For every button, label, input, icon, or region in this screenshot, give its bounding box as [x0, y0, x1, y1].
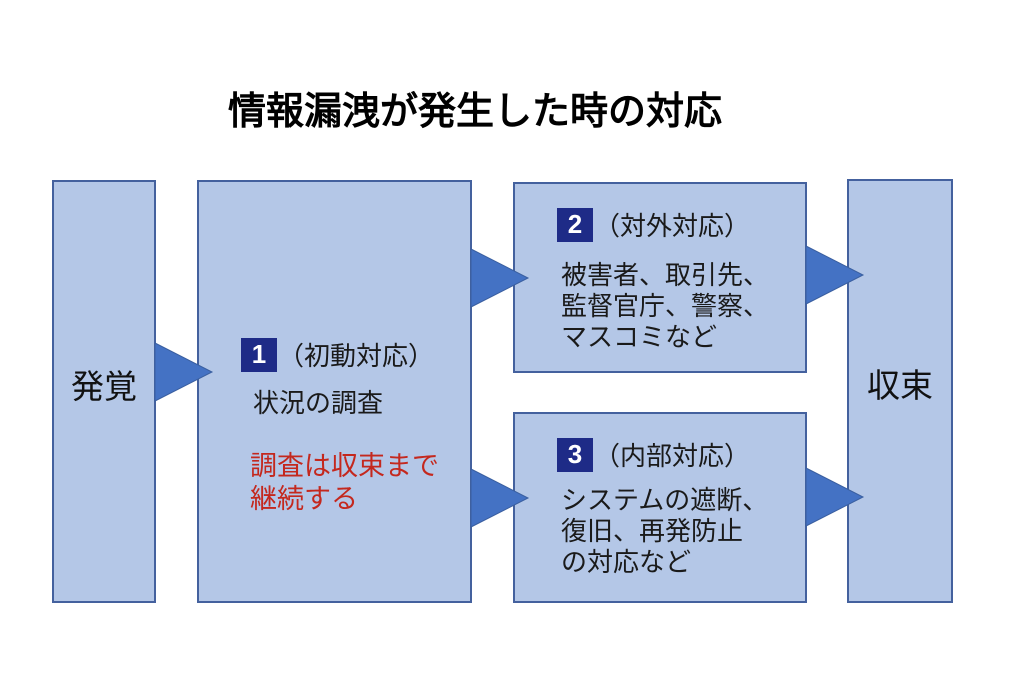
arrow-external-to-resolution-icon	[805, 245, 865, 305]
node-discovery-label: 発覚	[71, 368, 137, 405]
arrow-initial-to-internal-icon	[470, 468, 530, 528]
node-resolution: 収束	[847, 179, 953, 603]
arrow-internal-to-resolution-icon	[805, 467, 865, 527]
initial-response-body: 状況の調査	[253, 388, 384, 418]
arrow-initial-to-external-icon	[470, 248, 530, 308]
note-line: 調査は収束まで	[250, 451, 439, 481]
external-response-header: 2 （対外対応）	[557, 207, 750, 242]
node-internal-response: 3 （内部対応） システムの遮断、 復旧、再発防止 の対応など	[513, 412, 807, 603]
internal-response-header: 3 （内部対応）	[557, 437, 750, 472]
initial-response-note: 調査は収束まで 継続する	[250, 450, 439, 516]
step-1-badge: 1	[241, 337, 277, 372]
body-line: マスコミなど	[561, 322, 718, 352]
body-line: の対応など	[561, 547, 692, 577]
note-line: 継続する	[250, 484, 358, 514]
node-external-response: 2 （対外対応） 被害者、取引先、 監督官庁、警察、 マスコミなど	[513, 182, 807, 373]
node-discovery: 発覚	[52, 180, 156, 603]
initial-response-header: 1 （初動対応）	[241, 337, 434, 372]
internal-response-body: システムの遮断、 復旧、再発防止 の対応など	[561, 485, 768, 578]
body-line: 被害者、取引先、	[561, 260, 770, 290]
external-response-body: 被害者、取引先、 監督官庁、警察、 マスコミなど	[561, 260, 769, 353]
step-2-badge: 2	[557, 207, 593, 242]
page-title: 情報漏洩が発生した時の対応	[227, 91, 722, 133]
internal-response-heading: （内部対応）	[594, 441, 751, 471]
body-line: 監督官庁、警察、	[561, 291, 770, 321]
node-initial-response: 1 （初動対応） 状況の調査 調査は収束まで 継続する	[197, 180, 472, 603]
arrow-discovery-to-initial-icon	[154, 342, 214, 402]
external-response-heading: （対外対応）	[594, 211, 751, 241]
body-line: 復旧、再発防止	[561, 516, 744, 546]
node-resolution-label: 収束	[867, 367, 933, 404]
step-3-badge: 3	[557, 437, 593, 472]
body-line: システムの遮断、	[561, 485, 769, 515]
initial-response-heading: （初動対応）	[278, 341, 435, 371]
